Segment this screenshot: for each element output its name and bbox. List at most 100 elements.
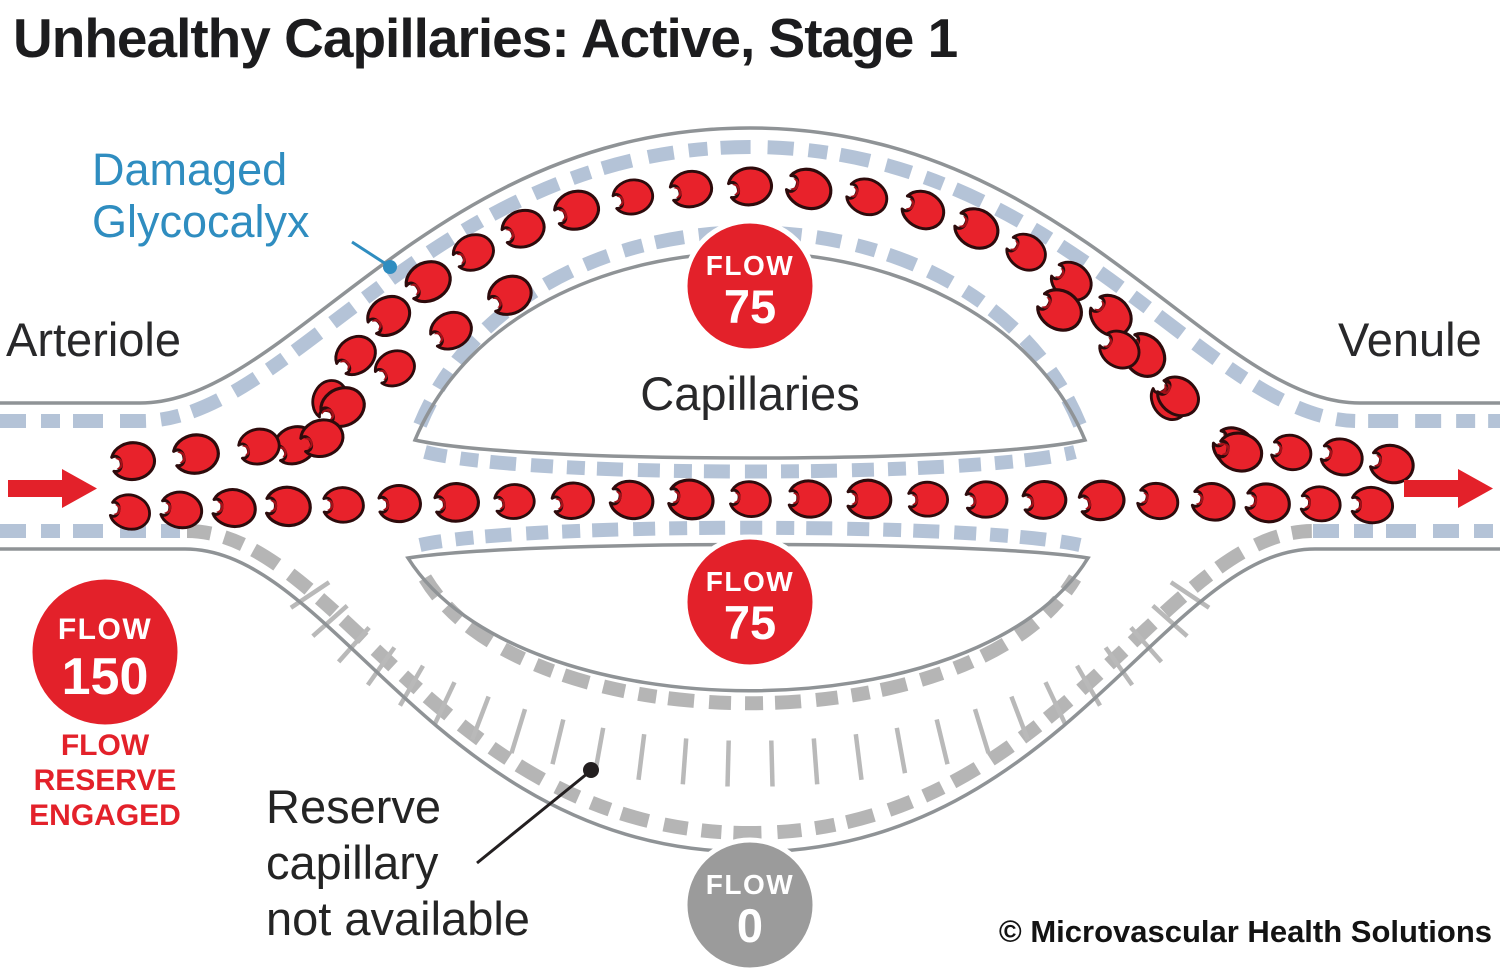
collapsed-capillary-tick: [289, 580, 331, 610]
collapsed-capillary-tick: [769, 740, 775, 787]
flow-badge-arteriole-circle: [27, 574, 183, 730]
glycocalyx-outer-top: [0, 139, 1500, 428]
collapsed-capillary-tick: [972, 708, 991, 754]
flow-badge-capillary-top-circle: [682, 218, 818, 354]
damaged-glycocalyx-label-line2: Glycocalyx: [92, 196, 310, 247]
collapsed-capillary-tick: [365, 646, 397, 687]
red-blood-cell: [327, 326, 385, 383]
collapsed-capillary-tick: [1169, 580, 1211, 610]
red-blood-cell: [1317, 433, 1368, 481]
red-blood-cell: [108, 437, 159, 485]
diagram-title: Unhealthy Capillaries: Active, Stage 1: [13, 7, 958, 69]
collapsed-capillary-tick: [680, 738, 689, 785]
damaged-glycocalyx-label-line1: Damaged: [92, 144, 287, 195]
collapsed-capillary-tick: [853, 733, 864, 781]
red-blood-cell: [1019, 476, 1070, 523]
red-blood-cell: [963, 478, 1011, 521]
flow-badge-capillary-middle-value: 75: [724, 596, 776, 649]
collapsed-capillary-tick: [934, 718, 950, 765]
glycocalyx-pointer-dot: [383, 260, 397, 274]
glycocalyx-outer-bottom-gray: [186, 524, 1314, 841]
red-blood-cell: [608, 173, 659, 220]
red-blood-cell: [549, 183, 606, 237]
flow-badge-capillary-middle-label: FLOW: [706, 566, 794, 597]
red-blood-cell: [787, 478, 833, 520]
red-blood-cell: [548, 477, 599, 524]
capillaries-label: Capillaries: [640, 367, 859, 420]
collapsed-capillary-tick: [1103, 646, 1135, 687]
red-blood-cell: [322, 485, 366, 525]
reserve-unavailable-line3: not available: [266, 892, 530, 945]
red-blood-cell: [948, 201, 1007, 257]
collapsed-capillary-tick: [636, 733, 647, 781]
red-blood-cell: [158, 488, 206, 532]
flow-badge-arteriole: FLOW 150: [27, 574, 183, 730]
collapsed-capillary-tick: [509, 708, 528, 754]
flow-reserve-engaged-line1: FLOW: [61, 729, 150, 762]
red-blood-cell: [781, 162, 838, 216]
flow-badge-capillary-top: FLOW 75: [682, 218, 818, 354]
flow-badge-reserve-value: 0: [737, 899, 763, 952]
red-blood-cell: [481, 266, 540, 323]
red-blood-cell: [1350, 485, 1395, 525]
red-blood-cell: [1268, 430, 1316, 475]
flow-badge-capillary-top-label: FLOW: [706, 250, 794, 281]
flow-badge-reserve: FLOW 0: [682, 837, 818, 969]
flow-reserve-engaged-line3: ENGAGED: [29, 799, 181, 832]
copyright: © Microvascular Health Solutions: [999, 914, 1492, 949]
capillary-island-lower: [405, 542, 1091, 693]
reserve-unavailable-line2: capillary: [266, 836, 439, 889]
red-blood-cell: [846, 478, 893, 520]
red-blood-cell: [1299, 484, 1343, 524]
red-blood-cell: [264, 485, 313, 528]
collapsed-capillary-tick: [1009, 695, 1030, 741]
red-blood-cell: [724, 162, 777, 211]
flow-badge-arteriole-value: 150: [62, 648, 149, 706]
flow-reserve-engaged-line2: RESERVE: [34, 764, 177, 797]
collapsed-capillary-tick: [311, 604, 349, 638]
capillary-island-upper: [412, 250, 1088, 460]
reserve-unavailable-line1: Reserve: [266, 780, 441, 833]
collapsed-capillary-tick: [811, 738, 820, 785]
vessel-wall-outer-top: [0, 126, 1500, 405]
glycocalyx-middle-bottom: [418, 520, 1082, 552]
glycocalyx-pointer: [351, 240, 397, 274]
red-blood-cell: [1133, 478, 1183, 524]
red-blood-cell: [606, 476, 658, 524]
collapsed-capillary-tick: [725, 740, 731, 787]
red-blood-cell: [1188, 479, 1239, 525]
flow-badge-capillary-middle-circle: [682, 534, 818, 670]
red-blood-cell: [1075, 475, 1129, 525]
reserve-pointer: [476, 762, 599, 865]
red-blood-cell: [666, 165, 717, 213]
flow-badge-reserve-circle: [682, 837, 818, 969]
red-blood-cell: [665, 475, 718, 524]
venule-label: Venule: [1338, 313, 1482, 366]
flow-arrow-left: [8, 469, 97, 508]
glycocalyx-middle-top: [423, 445, 1077, 479]
flow-arrow-right: [1404, 469, 1493, 508]
collapsed-capillary-tick: [550, 718, 566, 765]
red-blood-cell: [210, 486, 259, 530]
flow-badge-capillary-middle: FLOW 75: [682, 534, 818, 670]
red-blood-cell: [727, 478, 774, 520]
red-blood-cell: [447, 226, 501, 278]
collapsed-capillary-tick: [432, 681, 457, 725]
flow-badge-arteriole-label: FLOW: [58, 613, 152, 646]
red-blood-cell: [431, 479, 483, 526]
arteriole-label: Arteriole: [6, 313, 181, 366]
collapsed-capillary-tick: [336, 626, 371, 664]
red-blood-cell: [234, 422, 285, 470]
collapsed-capillary-tick: [894, 727, 908, 774]
collapsed-capillary-tick: [470, 695, 491, 741]
flow-badge-capillary-top-value: 75: [724, 280, 776, 333]
red-blood-cell: [906, 479, 950, 519]
collapsed-capillary-tick: [1129, 626, 1164, 664]
flow-badge-reserve-label: FLOW: [706, 869, 794, 900]
collapsed-capillary-tick: [1151, 604, 1189, 638]
red-blood-cell: [1366, 440, 1419, 489]
red-blood-cell: [491, 479, 539, 523]
reserve-pointer-dot: [583, 762, 599, 778]
red-blood-cell: [376, 482, 424, 525]
